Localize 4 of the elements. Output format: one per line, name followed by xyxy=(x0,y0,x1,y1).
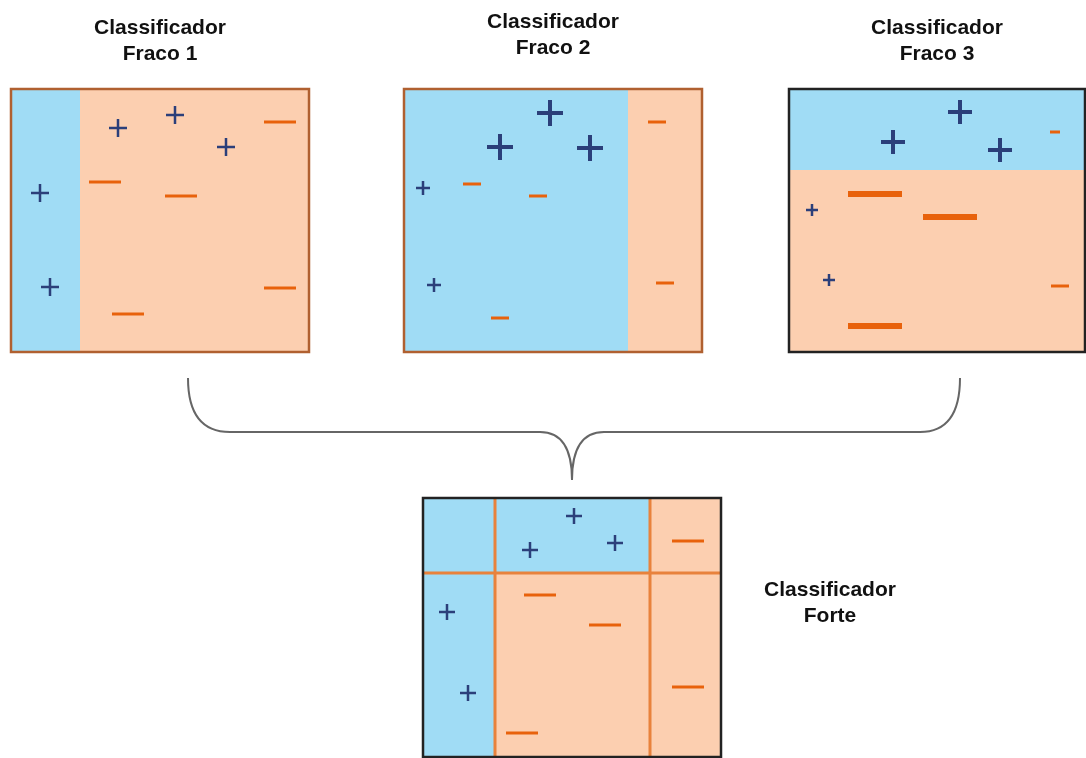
classifier-title: Classificador Fraco 1 xyxy=(93,14,227,66)
classifier-title: Classificador Fraco 3 xyxy=(870,14,1004,66)
classifier-title: Classificador Forte xyxy=(763,576,897,628)
classifier-title: Classificador Fraco 2 xyxy=(486,8,620,60)
